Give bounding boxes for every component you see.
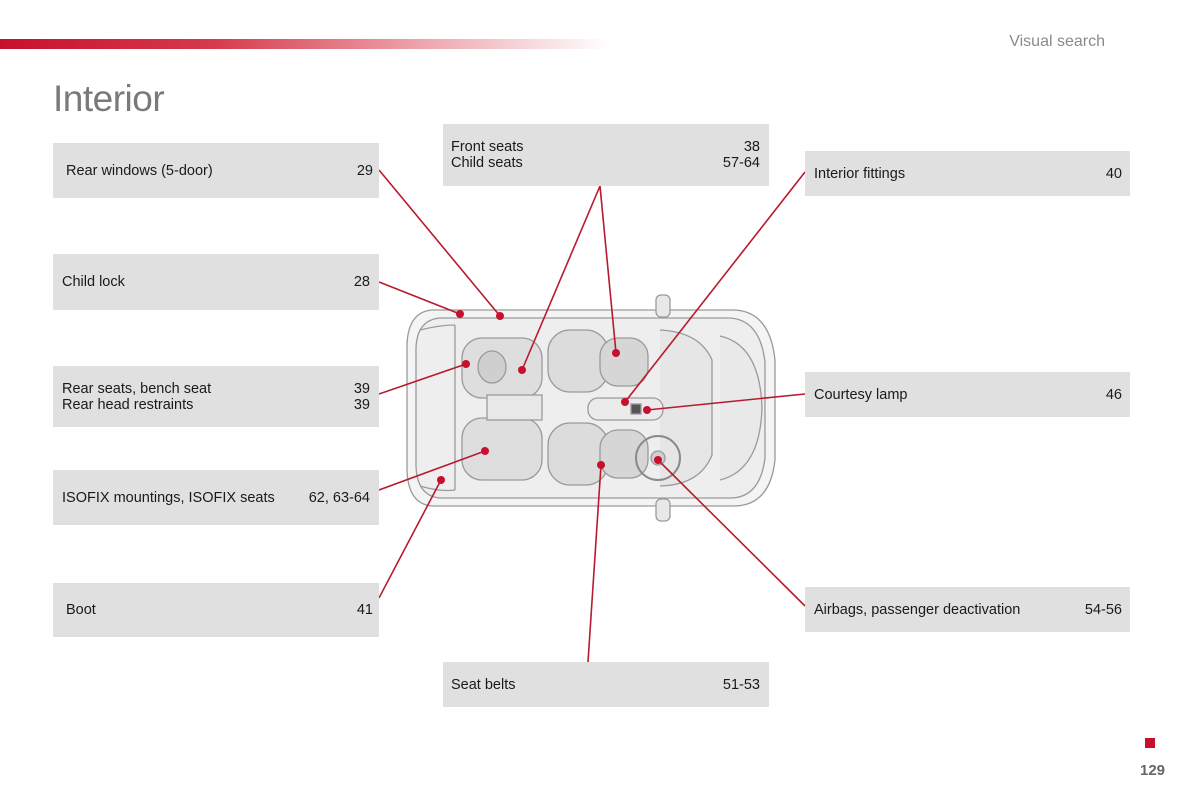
callout-dots [437,310,662,484]
callout-rear-seats[interactable]: Rear seats, bench seat 39 Rear head rest… [53,366,379,427]
callout-page: 41 [356,602,373,618]
callout-label: Airbags, passenger deactivation [814,601,1021,618]
callout-page: 62, 63-64 [308,489,370,506]
callout-label: Rear head restraints [62,396,194,413]
callout-label: Courtesy lamp [814,386,908,403]
page-title: Interior [53,78,165,119]
callout-front-seats[interactable]: Front seats 38 Child seats 57-64 [443,124,769,186]
callout-courtesy-lamp[interactable]: Courtesy lamp 46 [805,372,1130,417]
header-accent-bar [0,39,610,49]
callout-boot[interactable]: Boot 41 [53,583,379,637]
callout-rear-windows[interactable]: Rear windows (5-door) 29 [53,143,379,198]
callout-seat-belts[interactable]: Seat belts 51-53 [443,662,769,707]
callout-label: Front seats [451,139,524,155]
callout-label: Rear seats, bench seat [62,380,212,397]
callout-page: 29 [356,162,373,179]
callout-page: 51-53 [722,676,760,693]
page-marker-square [1145,738,1155,748]
car-top-view [406,294,776,522]
callout-label: Child lock [62,274,125,290]
callout-page: 39 [353,396,370,413]
callout-page: 39 [353,380,370,397]
callout-label: ISOFIX mountings, ISOFIX seats [62,489,275,506]
callout-label: Interior fittings [814,165,906,182]
callout-airbags[interactable]: Airbags, passenger deactivation 54-56 [805,587,1130,632]
callout-page: 38 [743,139,760,155]
callout-interior-fittings[interactable]: Interior fittings 40 [805,151,1130,196]
callout-page: 40 [1105,165,1122,182]
callout-label: Boot [66,602,96,618]
callout-label: Rear windows (5-door) [66,162,213,179]
callout-page: 54-56 [1084,601,1122,618]
section-title: Visual search [1009,33,1105,50]
callout-row: Rear head restraints 39 [62,397,370,413]
callout-page: 28 [353,274,370,290]
callout-row: Front seats 38 [451,139,760,155]
callout-label: Child seats [451,155,523,171]
callout-page: 57-64 [722,155,760,171]
callout-page: 46 [1105,386,1122,403]
callout-child-lock[interactable]: Child lock 28 [53,254,379,310]
leader-lines [378,169,806,663]
callout-label: Seat belts [451,676,516,693]
callout-row: Rear seats, bench seat 39 [62,381,370,397]
page-number: 129 [1140,762,1166,779]
callout-row: Child seats 57-64 [451,155,760,171]
callout-isofix[interactable]: ISOFIX mountings, ISOFIX seats 62, 63-64 [53,470,379,525]
